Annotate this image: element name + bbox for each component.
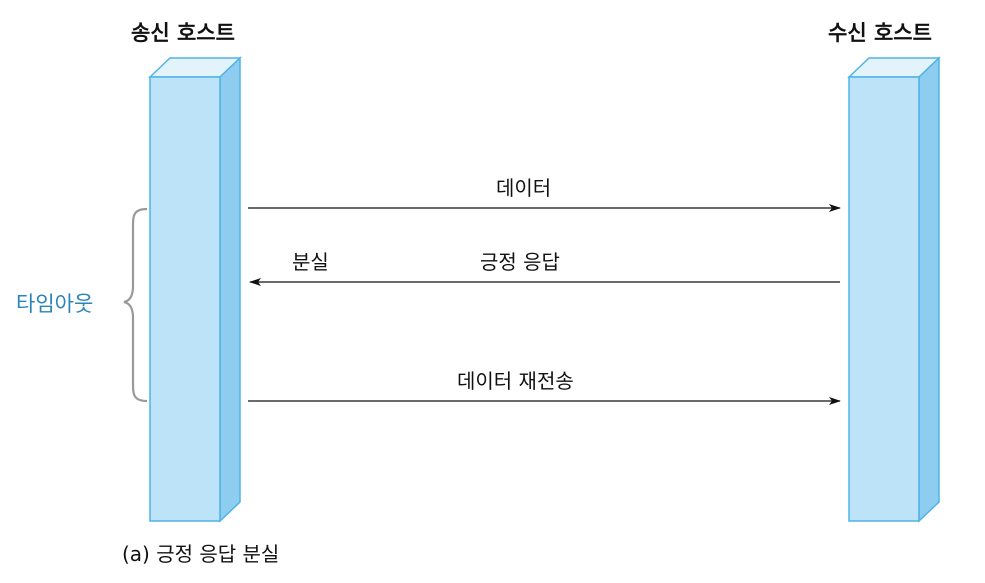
ack-label: 긍정 응답 xyxy=(480,250,560,274)
receiver-host-bar xyxy=(847,56,941,523)
receiver-host-title: 수신 호스트 xyxy=(828,21,932,45)
receiver-bar-front xyxy=(848,76,920,522)
timeout-label: 타임아웃 xyxy=(16,292,94,316)
sender-bar-side xyxy=(219,56,241,523)
figure-caption: (a) 긍정 응답 분실 xyxy=(122,542,280,566)
sender-host-title: 송신 호스트 xyxy=(131,21,235,45)
sender-host-bar xyxy=(148,56,242,523)
lost-label: 분실 xyxy=(292,250,329,274)
data-label: 데이터 xyxy=(496,176,552,200)
timeout-brace xyxy=(123,207,148,403)
sender-bar-front xyxy=(149,76,221,522)
retransmit-label: 데이터 재전송 xyxy=(457,369,574,393)
receiver-bar-side xyxy=(918,56,940,523)
